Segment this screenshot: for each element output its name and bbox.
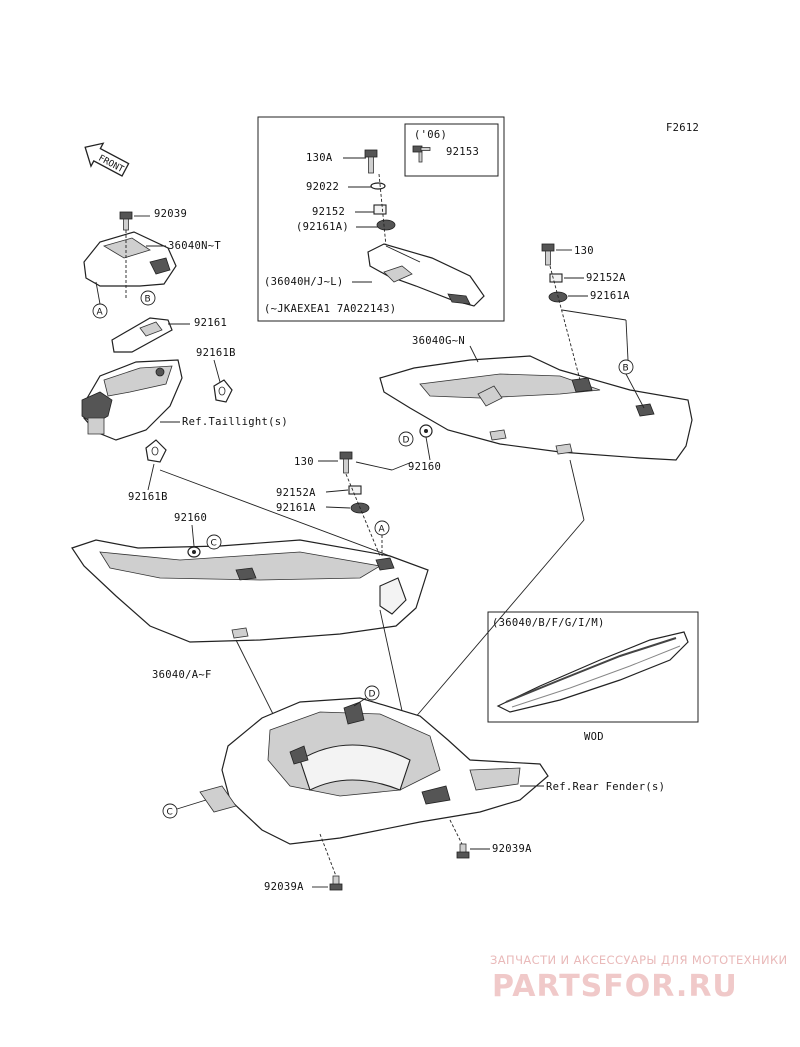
cover-36040HJL: [367, 243, 485, 307]
grommet-92161A-icon: [376, 219, 396, 231]
svg-text:D: D: [403, 436, 410, 446]
svg-text:C: C: [211, 539, 217, 549]
collar-92152A-right-icon: [549, 273, 563, 283]
label-36040GN: 36040G~N: [412, 335, 465, 347]
bolt-130-mid-icon: [339, 451, 353, 474]
callout-D-lower: D: [364, 685, 380, 701]
callout-B-upper: B: [140, 290, 156, 306]
svg-text:B: B: [623, 364, 629, 374]
label-130-right: 130: [574, 245, 594, 257]
label-92161B-b: 92161B: [128, 491, 168, 503]
label-92152A-mid: 92152A: [276, 487, 316, 499]
callout-B-right: B: [618, 359, 634, 375]
inset-top-frame: [257, 116, 505, 322]
bolt-92039A-bottom-icon: [329, 875, 343, 891]
callout-A-mid: A: [374, 520, 390, 536]
inset-bottom-title: (36040/B/F/G/I/M): [492, 617, 605, 629]
rear-fender: [199, 697, 549, 845]
svg-text:A: A: [379, 525, 386, 535]
svg-text:D: D: [369, 690, 376, 700]
svg-text:C: C: [167, 808, 173, 818]
inset-bottom: (36040/B/F/G/I/M): [487, 611, 699, 723]
label-130A: 130A: [306, 152, 333, 164]
label-36040NT: 36040N~T: [168, 240, 221, 252]
label-92160-a: 92160: [174, 512, 207, 524]
label-92161A-mid: 92161A: [276, 502, 316, 514]
svg-text:A: A: [97, 308, 104, 318]
bracket-92161: [111, 317, 173, 353]
collar-92152A-mid-icon: [348, 485, 362, 495]
taillight-assembly: [81, 359, 183, 441]
label-92039: 92039: [154, 208, 187, 220]
label-92160-b: 92160: [408, 461, 441, 473]
front-arrow-icon: FRONT: [84, 142, 130, 177]
callout-A-upper: A: [92, 303, 108, 319]
label-92161A-inset: (92161A): [296, 221, 349, 233]
grommet-92161B-lower-icon: [145, 439, 167, 463]
washer-92160-left-icon: [187, 546, 201, 558]
wod-stripe-decal: [496, 631, 689, 713]
washer-92022-icon: [370, 182, 386, 190]
inset-bottom-frame: [487, 611, 699, 723]
bolt-92039A-right-icon: [456, 843, 470, 859]
label-92152A-right: 92152A: [586, 272, 626, 284]
label-92039A-right: 92039A: [492, 843, 532, 855]
ref-rear-fender: Ref.Rear Fender(s): [546, 781, 665, 793]
label-wod: WOD: [584, 731, 604, 743]
watermark-logo: PARTSFOR.RU: [492, 969, 738, 1004]
side-cover-36040AF: [71, 539, 429, 643]
inset-year: ('06): [414, 129, 447, 141]
ref-taillight: Ref.Taillight(s): [182, 416, 288, 428]
inset-top-year-frame: [404, 123, 499, 177]
callout-D-upper: D: [398, 431, 414, 447]
diagram-code: F2612: [666, 122, 699, 134]
grommet-92161B-icon: [213, 379, 233, 403]
label-92161: 92161: [194, 317, 227, 329]
bolt-92153-icon: [412, 145, 431, 163]
label-36040AF: 36040/A~F: [152, 669, 212, 681]
serial-range: (~JKAEXEA1 7A022143): [264, 303, 396, 315]
callout-C-lower: C: [162, 803, 178, 819]
cover-36040NT: [83, 211, 177, 300]
callout-C-mid: C: [206, 534, 222, 550]
label-92152: 92152: [312, 206, 345, 218]
label-130-mid: 130: [294, 456, 314, 468]
label-92022: 92022: [306, 181, 339, 193]
label-92153: 92153: [446, 146, 479, 158]
watermark-tagline: ЗАПЧАСТИ И АКСЕССУАРЫ ДЛЯ МОТОТЕХНИКИ: [490, 953, 788, 967]
svg-text:B: B: [145, 295, 151, 305]
label-92161A-right: 92161A: [590, 290, 630, 302]
washer-92160-right-icon: [419, 424, 433, 438]
side-cover-36040GN: [379, 355, 693, 461]
inset-top: ('06) 92153 130A 92022 92152 (92161A): [257, 116, 505, 322]
bolt-92039-icon: [119, 211, 133, 231]
label-92039A-bottom: 92039A: [264, 881, 304, 893]
bolt-130-right-icon: [541, 243, 555, 266]
label-92161B-a: 92161B: [196, 347, 236, 359]
label-36040HJL: (36040H/J~L): [264, 276, 343, 288]
collar-92152-icon: [373, 204, 387, 215]
bolt-130A-icon: [364, 149, 378, 174]
